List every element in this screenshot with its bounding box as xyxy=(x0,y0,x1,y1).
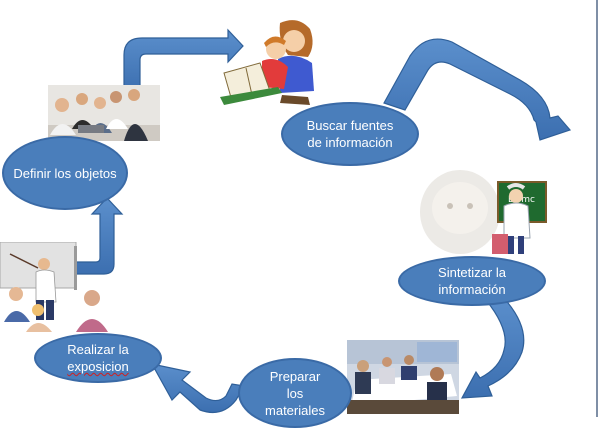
children-reading-clipart xyxy=(220,20,314,105)
node-definir-label: Definir los objetos xyxy=(13,165,117,181)
node-preparar-label: Preparar los materiales xyxy=(265,368,325,418)
node-definir-los-objetos: Definir los objetos xyxy=(2,136,128,210)
meeting-room-photo xyxy=(347,340,459,414)
node-realizar-text: Realizar la exposicion xyxy=(61,341,134,375)
arrow-sintetizar-to-preparar xyxy=(460,295,525,399)
node-buscar-fuentes: Buscar fuentes de información xyxy=(281,102,419,166)
arrow-buscar-to-sintetizar xyxy=(383,38,572,141)
arrow-realizar-to-definir xyxy=(71,197,124,275)
arrow-definir-to-buscar xyxy=(123,28,244,93)
right-edge-border xyxy=(596,0,598,417)
node-sintetizar: Sintetizar la información xyxy=(398,256,546,306)
node-sintetizar-label: Sintetizar la información xyxy=(438,265,506,297)
teacher-presentation-clipart xyxy=(0,242,108,332)
arrow-preparar-to-realizar xyxy=(150,363,245,413)
cycle-arrows xyxy=(71,28,572,413)
office-team-photo xyxy=(48,85,160,141)
node-realizar-exposicion: Realizar la exposicion xyxy=(34,333,162,383)
node-buscar-label: Buscar fuentes de información xyxy=(306,118,394,150)
node-realizar-line2: exposicion xyxy=(67,359,129,374)
node-realizar-line1: Realizar la xyxy=(67,342,129,357)
scientist-chalkboard-clipart: E=mc xyxy=(420,170,547,254)
node-preparar-materiales: Preparar los materiales xyxy=(238,358,352,428)
